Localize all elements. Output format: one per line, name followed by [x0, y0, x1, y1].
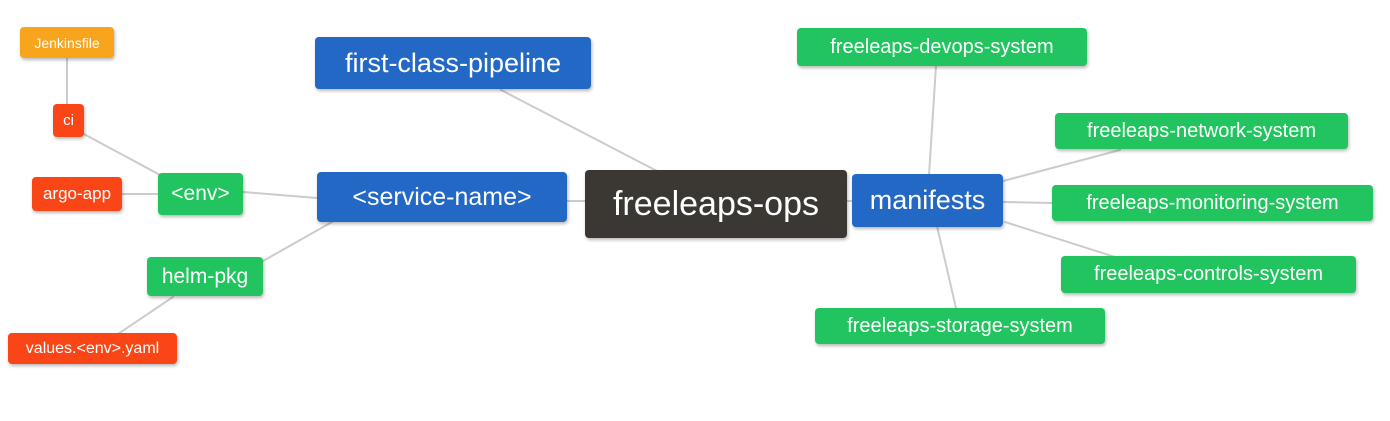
edge-service-name-helm-pkg [262, 221, 333, 262]
node-freeleaps-devops-system[interactable]: freeleaps-devops-system [797, 28, 1087, 66]
node-service-name[interactable]: <service-name> [317, 172, 567, 222]
node-freeleaps-ops[interactable]: freeleaps-ops [585, 170, 847, 238]
node-freeleaps-storage-system[interactable]: freeleaps-storage-system [815, 308, 1105, 344]
node-helm-pkg[interactable]: helm-pkg [147, 257, 263, 296]
node-manifests[interactable]: manifests [852, 174, 1003, 227]
edge-manifests-devops-system [928, 65, 937, 176]
node-ci[interactable]: ci [53, 104, 84, 137]
edge-manifests-network-system [1002, 149, 1121, 182]
node-env[interactable]: <env> [158, 173, 243, 215]
edge-manifests-controls-system [1004, 221, 1116, 258]
node-freeleaps-network-system[interactable]: freeleaps-network-system [1055, 113, 1348, 149]
node-first-class-pipeline[interactable]: first-class-pipeline [315, 37, 591, 89]
node-argo-app[interactable]: argo-app [32, 177, 122, 211]
node-jenkinsfile[interactable]: Jenkinsfile [20, 27, 114, 58]
edge-service-name-env [242, 191, 318, 199]
edge-freeleaps-ops-first-class-pipeline [500, 89, 658, 172]
edge-manifests-monitoring-system [1002, 201, 1053, 204]
node-freeleaps-monitoring-system[interactable]: freeleaps-monitoring-system [1052, 185, 1373, 221]
node-values-env-yaml[interactable]: values.<env>.yaml [8, 333, 177, 364]
edge-helm-pkg-values-env-yaml [117, 296, 174, 335]
edge-env-ci [81, 132, 163, 177]
node-freeleaps-controls-system[interactable]: freeleaps-controls-system [1061, 256, 1356, 293]
edge-manifests-storage-system [936, 225, 957, 309]
